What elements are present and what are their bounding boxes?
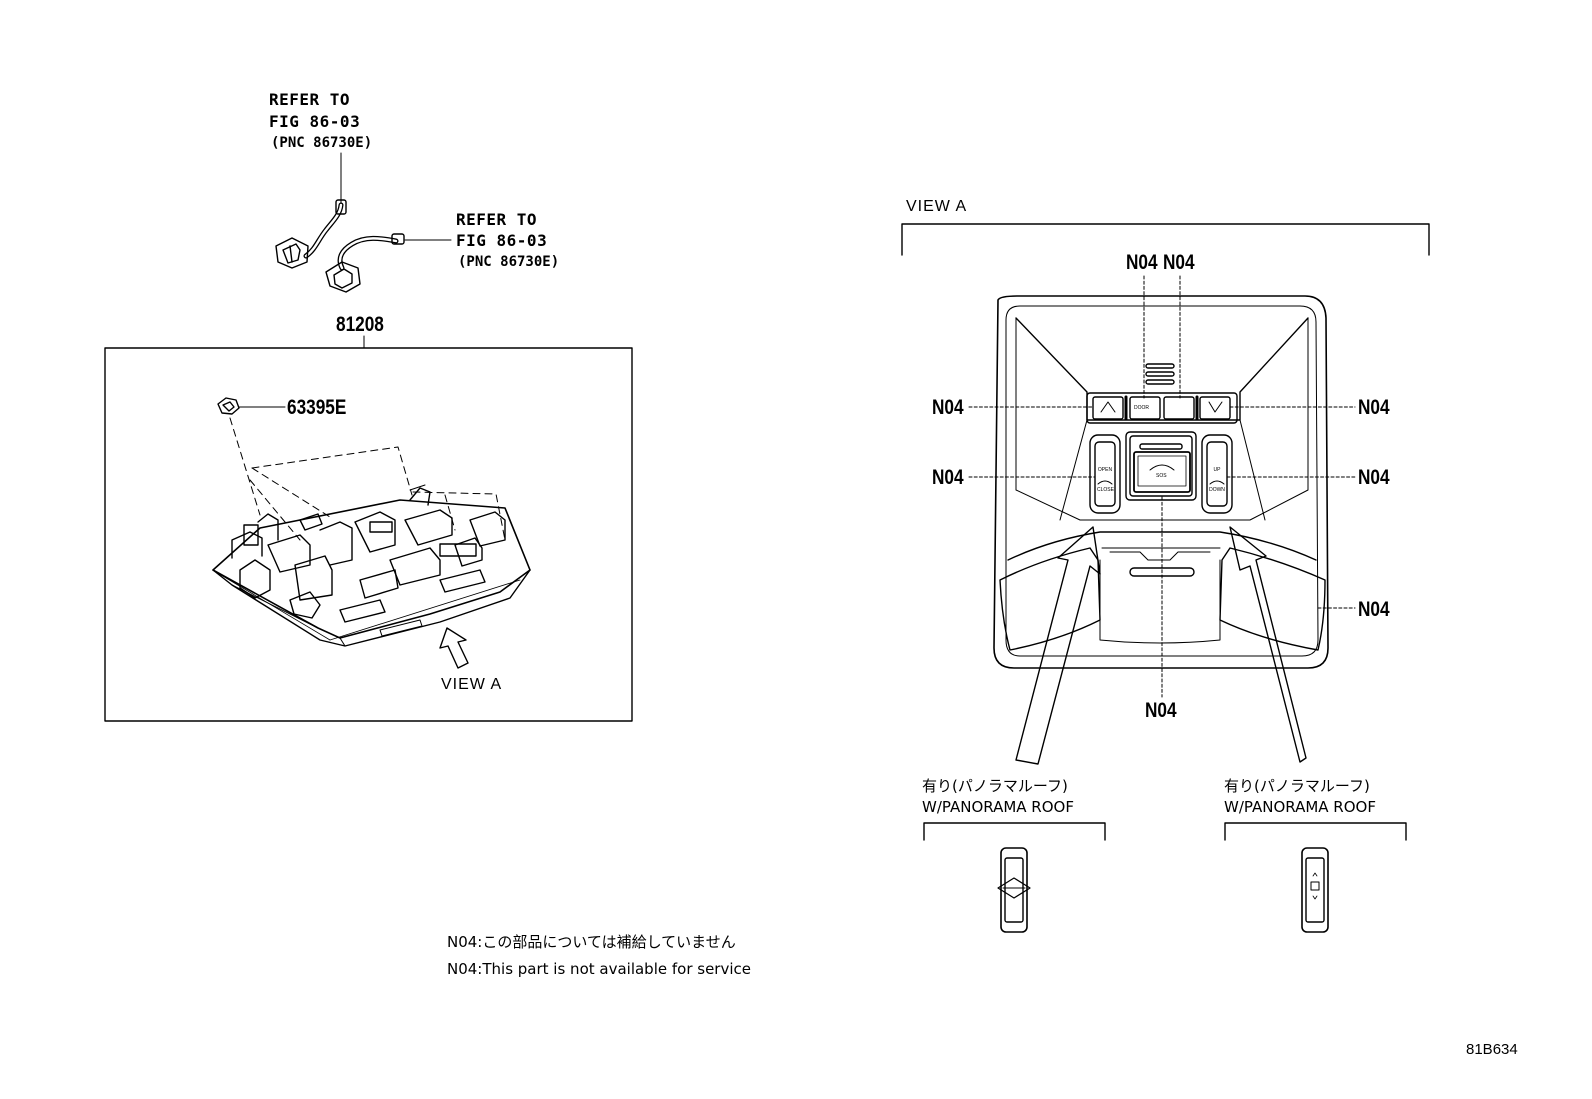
variant-2-jp: 有り(パノラマルーフ) bbox=[1224, 777, 1370, 795]
open-close-switch-label: OPEN CLOSE bbox=[1097, 467, 1114, 493]
variant-1-jp: 有り(パノラマルーフ) bbox=[922, 777, 1068, 795]
door-switch-label: DOOR bbox=[1134, 405, 1149, 411]
variant-2-en: W/PANORAMA ROOF bbox=[1224, 798, 1376, 816]
wire-harness-lower bbox=[325, 233, 452, 293]
n04-callout-top-left: N04 bbox=[1126, 251, 1158, 274]
n04-callout-bottom: N04 bbox=[1145, 699, 1177, 722]
variant-brackets bbox=[923, 822, 1407, 841]
refer-label-2-line2: FIG 86-03 bbox=[456, 231, 548, 250]
n04-callout-left-upper: N04 bbox=[932, 396, 964, 419]
n04-callout-top-right: N04 bbox=[1163, 251, 1195, 274]
clip-part bbox=[217, 397, 286, 516]
view-a-large-arrows bbox=[1015, 526, 1307, 765]
view-a-arrow bbox=[439, 627, 469, 669]
view-a-arrow-label: VIEW A bbox=[441, 676, 503, 693]
view-a-bracket bbox=[901, 223, 1430, 256]
console-housing bbox=[212, 484, 531, 647]
figure-code: 81B634 bbox=[1466, 1041, 1518, 1058]
note-jp: N04:この部品については補給していません bbox=[447, 933, 736, 951]
n04-callout-left-lower: N04 bbox=[932, 466, 964, 489]
part-number-clip: 63395E bbox=[287, 396, 347, 419]
refer-label-2-line3: (PNC 86730E) bbox=[458, 254, 560, 270]
refer-label-1-line2: FIG 86-03 bbox=[269, 112, 361, 131]
note-en: N04:This part is not available for servi… bbox=[447, 960, 751, 978]
variant-1-en: W/PANORAMA ROOF bbox=[922, 798, 1074, 816]
console-front-view bbox=[993, 295, 1329, 669]
n04-callout-right-upper: N04 bbox=[1358, 396, 1390, 419]
n04-callout-right-lower: N04 bbox=[1358, 466, 1390, 489]
refer-label-1-line3: (PNC 86730E) bbox=[271, 135, 373, 151]
assembly-frame bbox=[104, 347, 633, 722]
part-number-assembly: 81208 bbox=[336, 313, 384, 336]
panorama-switch-left bbox=[997, 847, 1031, 933]
n04-callout-lamp: N04 bbox=[1358, 598, 1390, 621]
wire-harness-upper bbox=[275, 152, 347, 269]
up-down-switch-label: UP DOWN bbox=[1209, 467, 1225, 493]
refer-label-1-line1: REFER TO bbox=[269, 90, 351, 109]
view-a-title: VIEW A bbox=[906, 198, 968, 215]
refer-label-2-line1: REFER TO bbox=[456, 210, 538, 229]
exploded-dashes bbox=[249, 446, 506, 541]
n04-leaders bbox=[968, 275, 1356, 698]
panorama-switch-right bbox=[1301, 847, 1329, 933]
sos-switch-label: SOS bbox=[1156, 473, 1167, 479]
